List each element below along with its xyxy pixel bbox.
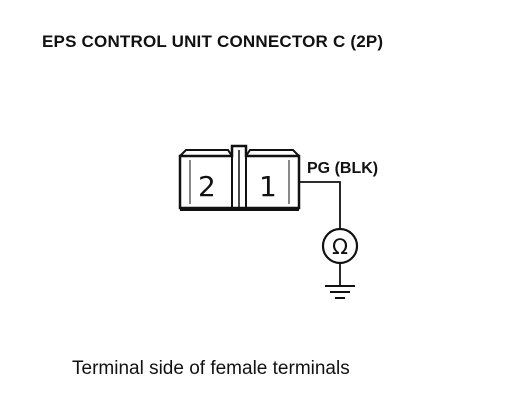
- ohmmeter-icon: Ω: [321, 227, 359, 265]
- connector-top-lip: [179, 149, 300, 157]
- probe-wire: [299, 181, 341, 229]
- ground-icon: [325, 285, 355, 299]
- diagram-caption: Terminal side of female terminals: [72, 358, 350, 379]
- connector-c: [178, 144, 301, 211]
- diagram-title: EPS CONTROL UNIT CONNECTOR C (2P): [42, 32, 383, 51]
- pin-2-label: 2: [198, 170, 216, 203]
- wire-label: PG (BLK): [307, 160, 378, 177]
- ohm-symbol: Ω: [332, 235, 348, 259]
- pin-1-label: 1: [259, 170, 277, 203]
